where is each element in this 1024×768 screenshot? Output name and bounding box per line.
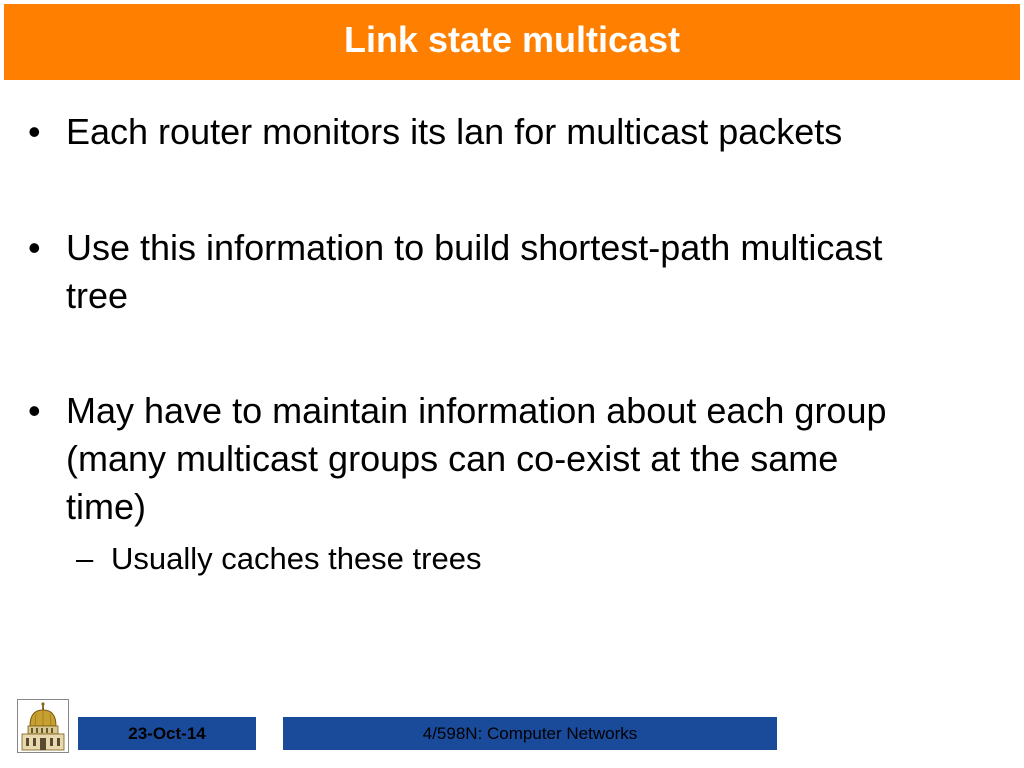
footer-date: 23-Oct-14 — [78, 717, 256, 750]
slide-title: Link state multicast — [343, 19, 681, 60]
bullet-marker: • — [28, 227, 41, 268]
bullet-marker: • — [28, 111, 41, 152]
bullet-item: Use this information to build shortest-p… — [66, 224, 996, 320]
bullet-line: tree — [66, 275, 129, 316]
footer-course: 4/598N: Computer Networks — [283, 717, 777, 750]
bullet-item: Each router monitors its lan for multica… — [66, 108, 996, 156]
golden-dome-icon — [17, 699, 69, 753]
bullet-line: May have to maintain information about e… — [66, 390, 887, 431]
bullet-line: (many multicast groups can co-exist at t… — [66, 438, 839, 479]
sub-bullet-text: Usually caches these trees — [111, 541, 482, 576]
bullet-item: May have to maintain information about e… — [66, 387, 996, 531]
footer-course-text: 4/598N: Computer Networks — [422, 723, 638, 743]
bullet-line: Use this information to build shortest-p… — [66, 227, 883, 268]
footer-date-text: 23-Oct-14 — [128, 723, 206, 743]
slide-content: • Each router monitors its lan for multi… — [28, 108, 996, 576]
golden-dome-icon — [18, 700, 68, 752]
title-bar: Link state multicast — [4, 4, 1020, 80]
sub-bullet-marker: – — [76, 541, 94, 576]
bullet-line: Each router monitors its lan for multica… — [66, 111, 843, 152]
bullet-marker: • — [28, 390, 41, 431]
bullet-line: time) — [66, 486, 146, 527]
